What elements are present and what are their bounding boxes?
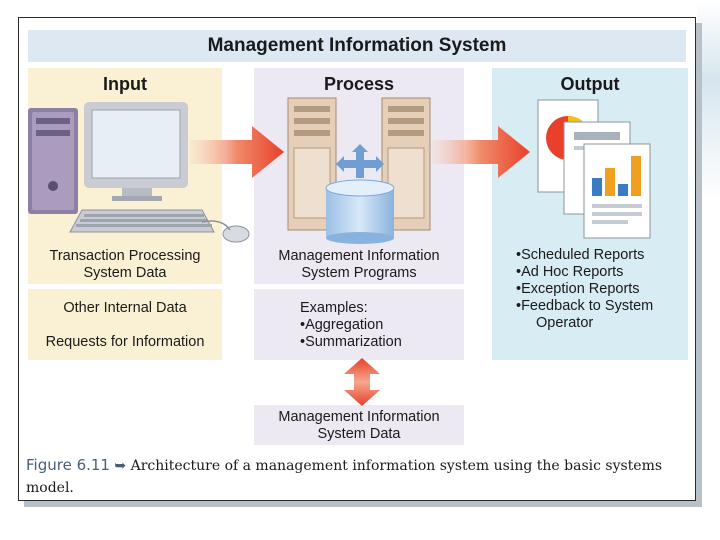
report-icon [537, 99, 651, 239]
output-list: •Scheduled Reports •Ad Hoc Reports •Exce… [516, 247, 686, 332]
edge-accent [697, 0, 720, 200]
caption-arrow-icon: ➥ [114, 458, 127, 474]
output-heading: Output [560, 74, 620, 94]
examples-label: Examples: [300, 300, 368, 316]
caption-text-line2: model. [26, 480, 74, 496]
output-operator: Operator [536, 315, 594, 331]
input-divider [28, 284, 222, 289]
process-heading: Process [323, 74, 395, 94]
process-primary-line1: Management Information [278, 248, 440, 264]
output-feedback: •Feedback to System [516, 298, 654, 314]
process-primary-line2: System Programs [301, 265, 417, 281]
mis-data-line2: System Data [317, 426, 401, 442]
diagram-title: Management Information System [28, 30, 686, 62]
mis-data-box [254, 405, 464, 445]
figure-caption: Figure 6.11 ➥ Architecture of a manageme… [26, 454, 686, 499]
data-exchange-arrow [344, 358, 380, 406]
process-to-output-arrow [432, 126, 530, 178]
input-requests: Requests for Information [45, 334, 205, 350]
process-primary-label: Management Information System Programs [254, 248, 464, 282]
process-examples: Examples: •Aggregation •Summarization [300, 300, 460, 351]
input-primary-line1: Transaction Processing [49, 248, 201, 264]
input-other-data: Other Internal Data [63, 300, 187, 316]
computer-icon [28, 102, 250, 243]
example-summarization: •Summarization [300, 334, 402, 350]
output-exception: •Exception Reports [516, 281, 640, 297]
input-to-process-arrow [190, 126, 284, 178]
mis-data-label: Management Information System Data [254, 409, 464, 443]
figure-label: Figure 6.11 [26, 456, 110, 474]
output-adhoc: •Ad Hoc Reports [516, 264, 624, 280]
example-aggregation: •Aggregation [300, 317, 384, 333]
output-scheduled: •Scheduled Reports [516, 247, 645, 263]
database-icon [325, 144, 395, 244]
caption-text-line1: Architecture of a management information… [130, 458, 663, 474]
input-heading: Input [103, 74, 147, 94]
process-divider [254, 284, 464, 289]
input-primary-line2: System Data [83, 265, 167, 281]
input-primary-label: Transaction Processing System Data [28, 248, 222, 282]
mis-data-line1: Management Information [278, 409, 440, 425]
